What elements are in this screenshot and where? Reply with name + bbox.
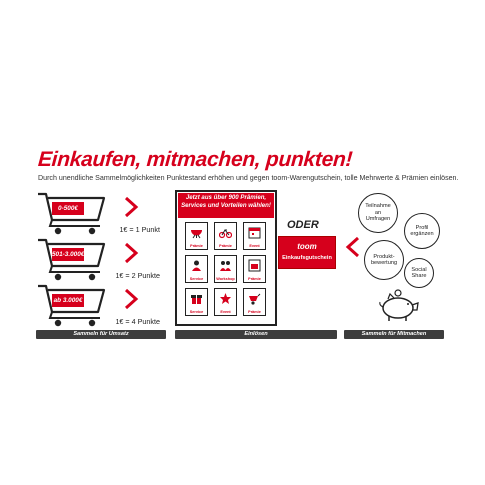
bubble-label: Teilnahme an Umfragen	[365, 203, 391, 223]
chevron-left-icon	[345, 236, 361, 258]
event-icon	[220, 293, 231, 304]
shopping-cart-tier-3: ab 3.000€	[36, 282, 110, 328]
reward-tile-label: Service	[189, 277, 204, 281]
reward-tile-label: Workshop	[216, 277, 235, 281]
reward-tile[interactable]: Prämie	[185, 222, 208, 250]
rewards-headline-line2: Services und Vorteilen wählen!	[181, 202, 271, 209]
shopping-cart-icon	[38, 192, 106, 235]
reward-tile-label: Service	[189, 310, 204, 314]
cart-range-label: 0-500€	[52, 202, 84, 215]
reward-tile-label: Prämie	[248, 277, 261, 281]
reward-tile[interactable]: Workshop	[214, 255, 237, 283]
section-bar-umsatz: Sammeln für Umsatz	[36, 330, 166, 339]
bubble-label: Social Share	[411, 266, 427, 280]
workshop-icon	[220, 261, 231, 271]
reward-tile[interactable]: Prämie	[214, 222, 237, 250]
reward-tile[interactable]: Service	[185, 255, 208, 283]
or-label: ODER	[287, 219, 319, 231]
reward-tile[interactable]: Event	[243, 222, 266, 250]
shopping-cart-tier-1: 0-500€	[36, 190, 110, 236]
bubble-survey: Teilnahme an Umfragen	[358, 193, 398, 233]
headline: Einkaufen, mitmachen, punkten!	[37, 148, 354, 171]
reward-tile[interactable]: Prämie	[243, 255, 266, 283]
bubble-profile: Profil ergänzen	[404, 213, 440, 249]
section-bar-mitmachen: Sammeln für Mitmachen	[344, 330, 444, 339]
bubble-social: Social Share	[404, 258, 434, 288]
shopping-cart-icon	[38, 284, 106, 327]
service-icon	[192, 260, 201, 271]
voucher-label: Einkaufsgutschein	[282, 255, 332, 261]
reward-tile[interactable]: Service	[185, 288, 208, 316]
rewards-headline-line1: Jetzt aus über 900 Prämien,	[185, 194, 267, 201]
reward-tile[interactable]: Prämie	[243, 288, 266, 316]
points-rate: 1€ = 2 Punkte	[115, 271, 160, 280]
voucher-card[interactable]: toom Einkaufsgutschein	[278, 236, 336, 269]
reward-tile[interactable]: Event	[214, 288, 237, 316]
bubble-review: Produkt- bewertung	[364, 240, 404, 280]
reward-tile-label: Prämie	[190, 244, 203, 248]
grill-icon	[191, 230, 202, 239]
calendar-icon	[248, 227, 261, 239]
wheelbarrow-icon	[249, 293, 261, 305]
chevron-right-icon	[123, 196, 139, 218]
oven-icon	[248, 259, 261, 272]
reward-tile-label: Prämie	[219, 244, 232, 248]
rewards-panel-headline: Jetzt aus über 900 Prämien, Services und…	[178, 193, 274, 218]
subtitle: Durch unendliche Sammelmöglichkeiten Pun…	[38, 174, 459, 182]
points-rate: 1€ = 1 Punkt	[119, 225, 160, 234]
reward-tile-label: Event	[249, 244, 260, 248]
bubble-label: Produkt- bewertung	[370, 253, 398, 267]
piggy-bank-icon	[379, 289, 419, 321]
cart-range-label: ab 3.000€	[52, 294, 84, 307]
section-bar-einloesen: Einlösen	[175, 330, 337, 339]
gift-icon	[191, 295, 202, 304]
cart-range-label: 501-3.000€	[52, 248, 84, 261]
shopping-cart-tier-2: 501-3.000€	[36, 236, 110, 282]
toom-logo: toom	[297, 242, 317, 251]
shopping-cart-icon	[38, 238, 106, 281]
points-rate: 1€ = 4 Punkte	[115, 317, 160, 326]
reward-tile-label: Prämie	[248, 310, 261, 314]
chevron-right-icon	[123, 288, 139, 310]
bubble-label: Profil ergänzen	[410, 224, 434, 238]
reward-tile-label: Event	[220, 310, 231, 314]
chevron-right-icon	[123, 242, 139, 264]
bicycle-icon	[219, 229, 232, 239]
